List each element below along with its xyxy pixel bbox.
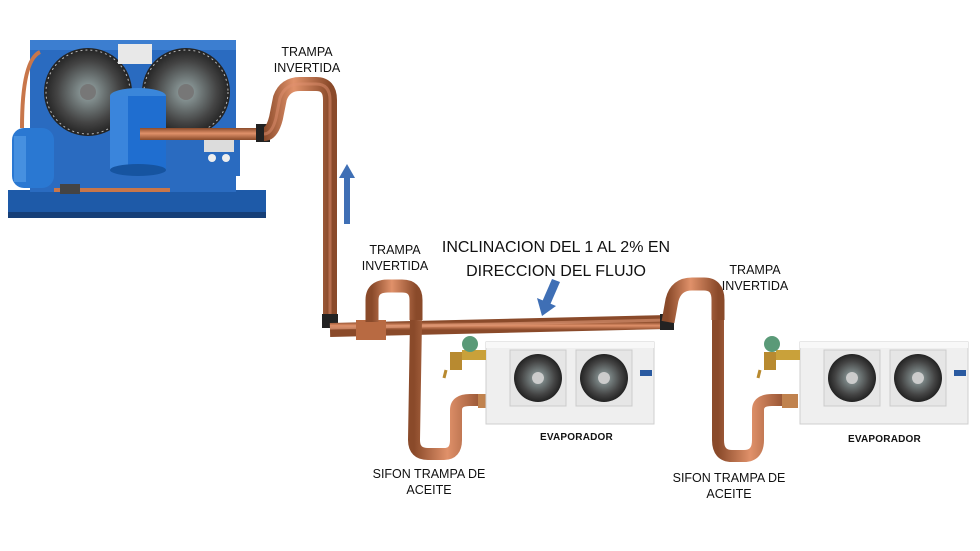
receiver-tank	[12, 128, 54, 188]
evaporator-right-fan-2	[889, 349, 947, 407]
evaporator-left-fan-2	[575, 349, 633, 407]
evaporator-left	[442, 336, 655, 425]
trap-label-middle: TRAMPA INVERTIDA	[361, 243, 429, 273]
oil-siphon-label-left: SIFON TRAMPA DE ACEITE	[372, 467, 486, 497]
trap-label-right: TRAMPA INVERTIDA	[721, 263, 789, 293]
expansion-valve-right	[756, 336, 800, 379]
evaporator-right	[756, 336, 969, 425]
filter-drier	[60, 184, 80, 194]
evaporator-label-left: EVAPORADOR	[540, 432, 613, 443]
nameplate	[118, 44, 152, 64]
flow-up-arrow	[339, 164, 355, 224]
inverted-trap-middle	[365, 279, 494, 460]
evaporator-left-fan-1	[509, 349, 567, 407]
condensing-unit	[8, 40, 266, 218]
evaporator-label-right: EVAPORADOR	[848, 434, 921, 445]
inverted-trap-right	[661, 277, 798, 462]
slope-arrow	[537, 279, 560, 316]
suction-line	[256, 77, 674, 340]
expansion-valve-left	[442, 336, 486, 379]
tee-fitting	[356, 320, 386, 340]
trap-label-top: TRAMPA INVERTIDA	[273, 45, 341, 75]
evaporator-right-fan-1	[823, 349, 881, 407]
oil-siphon-label-right: SIFON TRAMPA DE ACEITE	[672, 471, 786, 501]
slope-note: INCLINACION DEL 1 AL 2% EN DIRECCION DEL…	[441, 239, 671, 280]
